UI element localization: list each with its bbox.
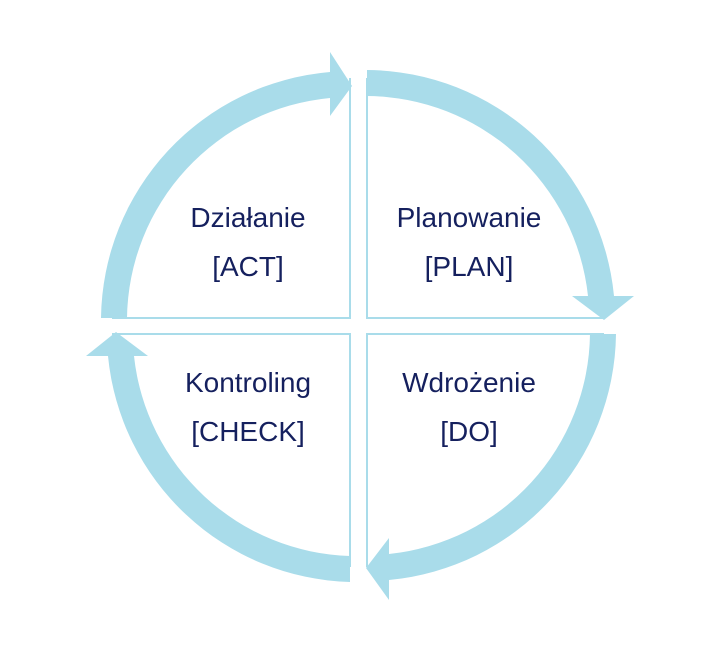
plan-title: Planowanie [397, 202, 542, 233]
arrow-check-to-act [86, 332, 350, 582]
quadrant-check: Kontroling [CHECK] [185, 367, 311, 447]
act-code: [ACT] [212, 251, 284, 282]
plan-code: [PLAN] [425, 251, 514, 282]
do-cell-border [366, 333, 604, 567]
quadrant-act: Działanie [ACT] [190, 202, 305, 282]
check-cell-border [112, 333, 351, 567]
quadrant-plan: Planowanie [PLAN] [397, 202, 542, 282]
quadrant-do: Wdrożenie [DO] [402, 367, 536, 447]
cycle-arrows [86, 52, 634, 600]
do-title: Wdrożenie [402, 367, 536, 398]
act-title: Działanie [190, 202, 305, 233]
arrow-do-to-check [366, 334, 616, 600]
quadrant-dividers [112, 78, 604, 567]
arrow-plan-to-do [367, 70, 634, 320]
check-title: Kontroling [185, 367, 311, 398]
plan-cell-border [366, 78, 604, 319]
arrow-act-to-plan [101, 52, 352, 318]
act-cell-border [112, 78, 351, 319]
do-code: [DO] [440, 416, 498, 447]
check-code: [CHECK] [191, 416, 305, 447]
